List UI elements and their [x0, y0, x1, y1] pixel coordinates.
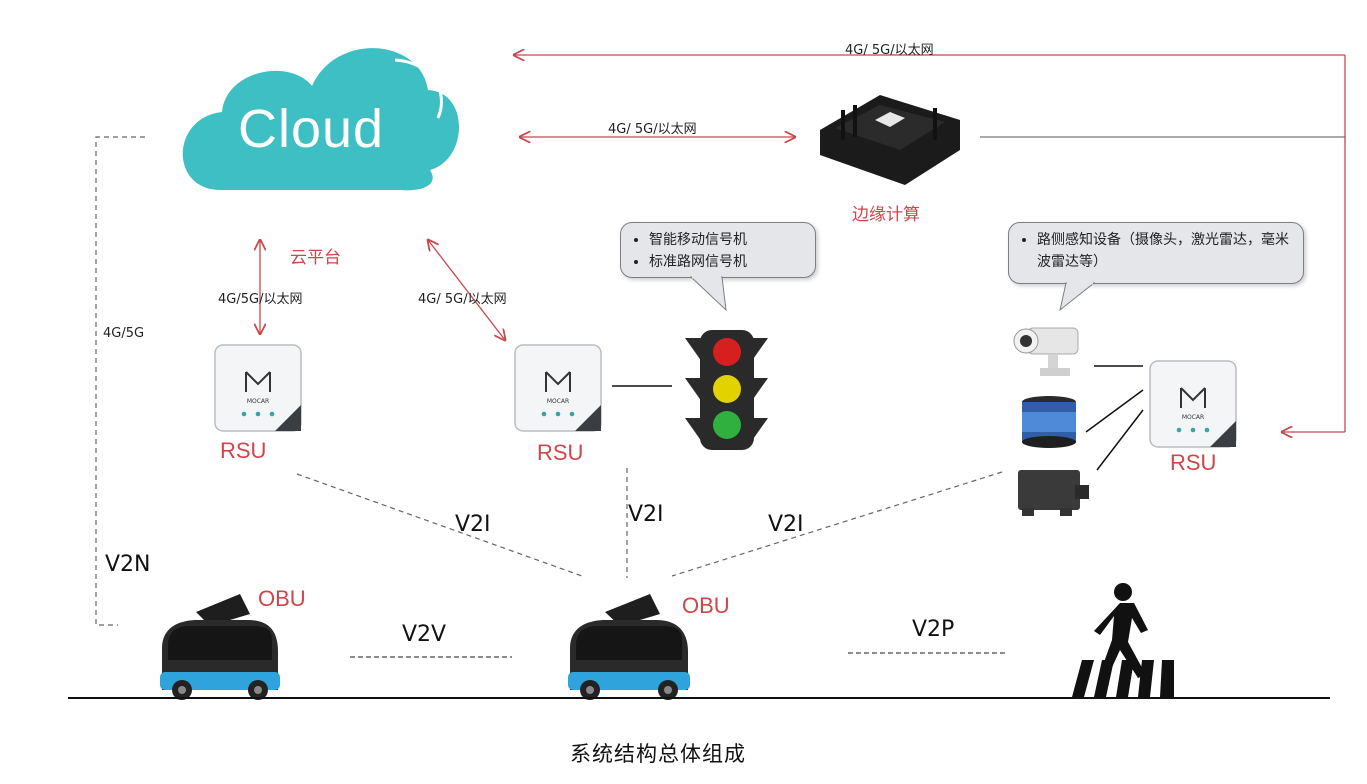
svg-text:MOCAR: MOCAR [247, 398, 269, 405]
v2p-label: V2P [912, 617, 955, 642]
signal-item: 智能移动信号机 [649, 229, 811, 251]
top-loop-label: 4G/ 5G/以太网 [845, 43, 934, 58]
v2i-link-right [671, 471, 1003, 577]
signal-callout: 智能移动信号机 标准路网信号机 [620, 222, 816, 278]
cloud-platform-label: 云平台 [290, 248, 341, 268]
vehicle-mid-icon [568, 594, 690, 700]
rsu-device-left-icon: MOCAR [214, 344, 302, 432]
v2n-net-label: 4G/5G [103, 326, 145, 341]
sensor-item: 路侧感知设备（摄像头，激光雷达，毫米波雷达等） [1037, 229, 1293, 273]
lidar-icon [1022, 396, 1076, 448]
svg-text:MOCAR: MOCAR [547, 398, 569, 405]
obu-mid-label: OBU [682, 593, 730, 618]
cloud-rsu-left-label: 4G/5G/以太网 [218, 292, 303, 307]
rsu-left-label: RSU [220, 438, 267, 463]
cloud-icon [182, 48, 459, 191]
radar-icon [1018, 470, 1089, 516]
v2i-label-left: V2I [455, 512, 491, 537]
edge-computing-label: 边缘计算 [852, 205, 920, 225]
rsu-device-mid-icon: MOCAR [514, 344, 602, 432]
v2v-label: V2V [402, 622, 447, 647]
pedestrian-crossing-icon [1072, 583, 1174, 697]
v2n-link [95, 136, 145, 626]
rsu-device-right-icon: MOCAR [1149, 360, 1237, 448]
edge-computing-device-icon [820, 95, 960, 185]
v2i-link-left [296, 473, 583, 577]
vehicle-left-icon [160, 594, 280, 700]
cloud-label: Cloud [238, 99, 385, 159]
rsu-mid-label: RSU [537, 440, 584, 465]
camera-icon [1013, 327, 1079, 376]
rsu-right-label: RSU [1170, 450, 1217, 475]
sensor-callout-tail [1059, 282, 1096, 312]
obu-left-label: OBU [258, 586, 306, 611]
v2i-label-mid: V2I [628, 502, 664, 527]
cloud-rsu-mid-label: 4G/ 5G/以太网 [418, 292, 507, 307]
signal-item: 标准路网信号机 [649, 251, 811, 273]
traffic-light-icon [685, 330, 768, 450]
v2i-label-right: V2I [768, 512, 804, 537]
diagram-caption: 系统结构总体组成 [570, 742, 746, 766]
cloud-edge-label: 4G/ 5G/以太网 [608, 122, 697, 137]
signal-callout-tail [690, 276, 727, 312]
cloud-rsu-mid-arrow [428, 240, 505, 340]
svg-text:MOCAR: MOCAR [1182, 414, 1204, 421]
sensor-callout: 路侧感知设备（摄像头，激光雷达，毫米波雷达等） [1008, 222, 1304, 284]
v2n-label: V2N [105, 552, 151, 577]
